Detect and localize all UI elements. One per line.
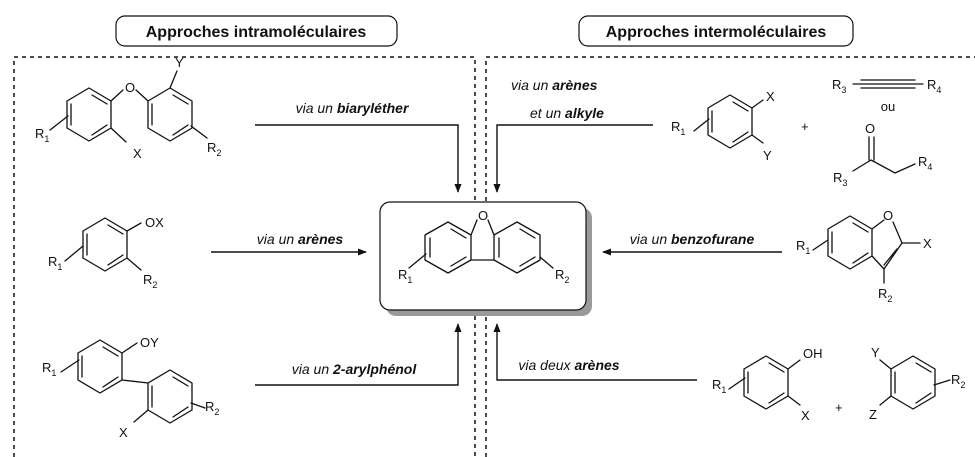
phenol-r1: R1 [712, 377, 726, 395]
arene-yz-z: Z [869, 407, 877, 422]
product-box [379, 201, 587, 311]
substrate-phenol: OH X R1 [712, 346, 823, 423]
biarylether-x: X [133, 146, 142, 161]
phenol-oh: OH [803, 346, 823, 361]
ketone-r4: R4 [918, 154, 932, 172]
substrate-arylphenol: OY X R1 R2 [42, 335, 219, 440]
product-r1: R1 [398, 267, 412, 285]
substrate-benzofuran: O X R2 R1 [796, 208, 932, 304]
arylphenol-r1: R1 [42, 360, 56, 378]
benzofuran-x: X [923, 236, 932, 251]
biarylether-r2: R2 [207, 140, 221, 158]
arene-halide-r1: R1 [671, 119, 685, 137]
header-intramolecular-text: Approches intramoléculaires [146, 24, 367, 41]
phenol-x: X [801, 408, 810, 423]
arene-halide-y: Y [763, 148, 772, 163]
header-intermolecular-text: Approches intermoléculaires [606, 24, 827, 41]
plus-sign-bottom: + [835, 400, 843, 415]
benzofuran-r1: R1 [796, 238, 810, 256]
label-arylphenol: via un 2-arylphénol [292, 361, 418, 377]
header-intramolecular: Approches intramoléculaires [115, 15, 398, 47]
substrate-alkyne: R3 R4 [832, 77, 941, 95]
ketone-oxygen: O [865, 121, 875, 136]
alkyne-r3: R3 [832, 77, 846, 95]
label-biarylether: via un biaryléther [296, 100, 410, 116]
arylphenol-r2: R2 [205, 399, 219, 417]
arylphenol-oy: OY [140, 335, 159, 350]
arrow-arylphenol [255, 323, 462, 386]
benzofuran-r2: R2 [878, 286, 892, 304]
substrate-arene-yz: Y Z R2 [869, 345, 965, 422]
label-arenes: via un arènes [257, 231, 344, 247]
label-ou: ou [881, 99, 895, 114]
plus-sign-top: + [801, 119, 809, 134]
substrate-arene: OX R2 R1 [48, 215, 164, 290]
biarylether-y: Y [175, 55, 184, 70]
substrate-biarylether: O X Y R1 R2 [35, 55, 221, 161]
arrow-deux-arenes [493, 323, 697, 381]
label-arene-alkyle-1: via un arènes [511, 77, 598, 93]
arene-ox: OX [145, 215, 164, 230]
label-benzofurane: via un benzofurane [630, 231, 755, 247]
ketone-r3: R3 [833, 170, 847, 188]
dashed-frames [13, 56, 975, 457]
arene-yz-r2: R2 [951, 372, 965, 390]
arylphenol-x: X [119, 425, 128, 440]
alkyne-r4: R4 [927, 77, 941, 95]
dibenzofuran-product: O R1 R2 [379, 201, 592, 316]
substrate-arene-halide: X Y R1 [671, 89, 775, 163]
arene-r2: R2 [143, 272, 157, 290]
arene-halide-x: X [766, 89, 775, 104]
header-intermolecular: Approches intermoléculaires [578, 15, 854, 47]
arene-r1: R1 [48, 254, 62, 272]
biarylether-r1: R1 [35, 126, 49, 144]
biarylether-oxygen: O [125, 80, 135, 95]
product-r2: R2 [555, 267, 569, 285]
label-deux-arenes: via deux arènes [518, 357, 619, 373]
arrow-arene-alkyle [493, 124, 653, 193]
label-arene-alkyle-2: et un alkyle [530, 105, 604, 121]
arene-yz-y: Y [871, 345, 880, 360]
arrow-biarylether [255, 124, 462, 193]
benzofuran-oxygen: O [883, 208, 893, 223]
substrate-ketone: O R3 R4 [833, 121, 932, 188]
product-oxygen: O [478, 208, 488, 223]
